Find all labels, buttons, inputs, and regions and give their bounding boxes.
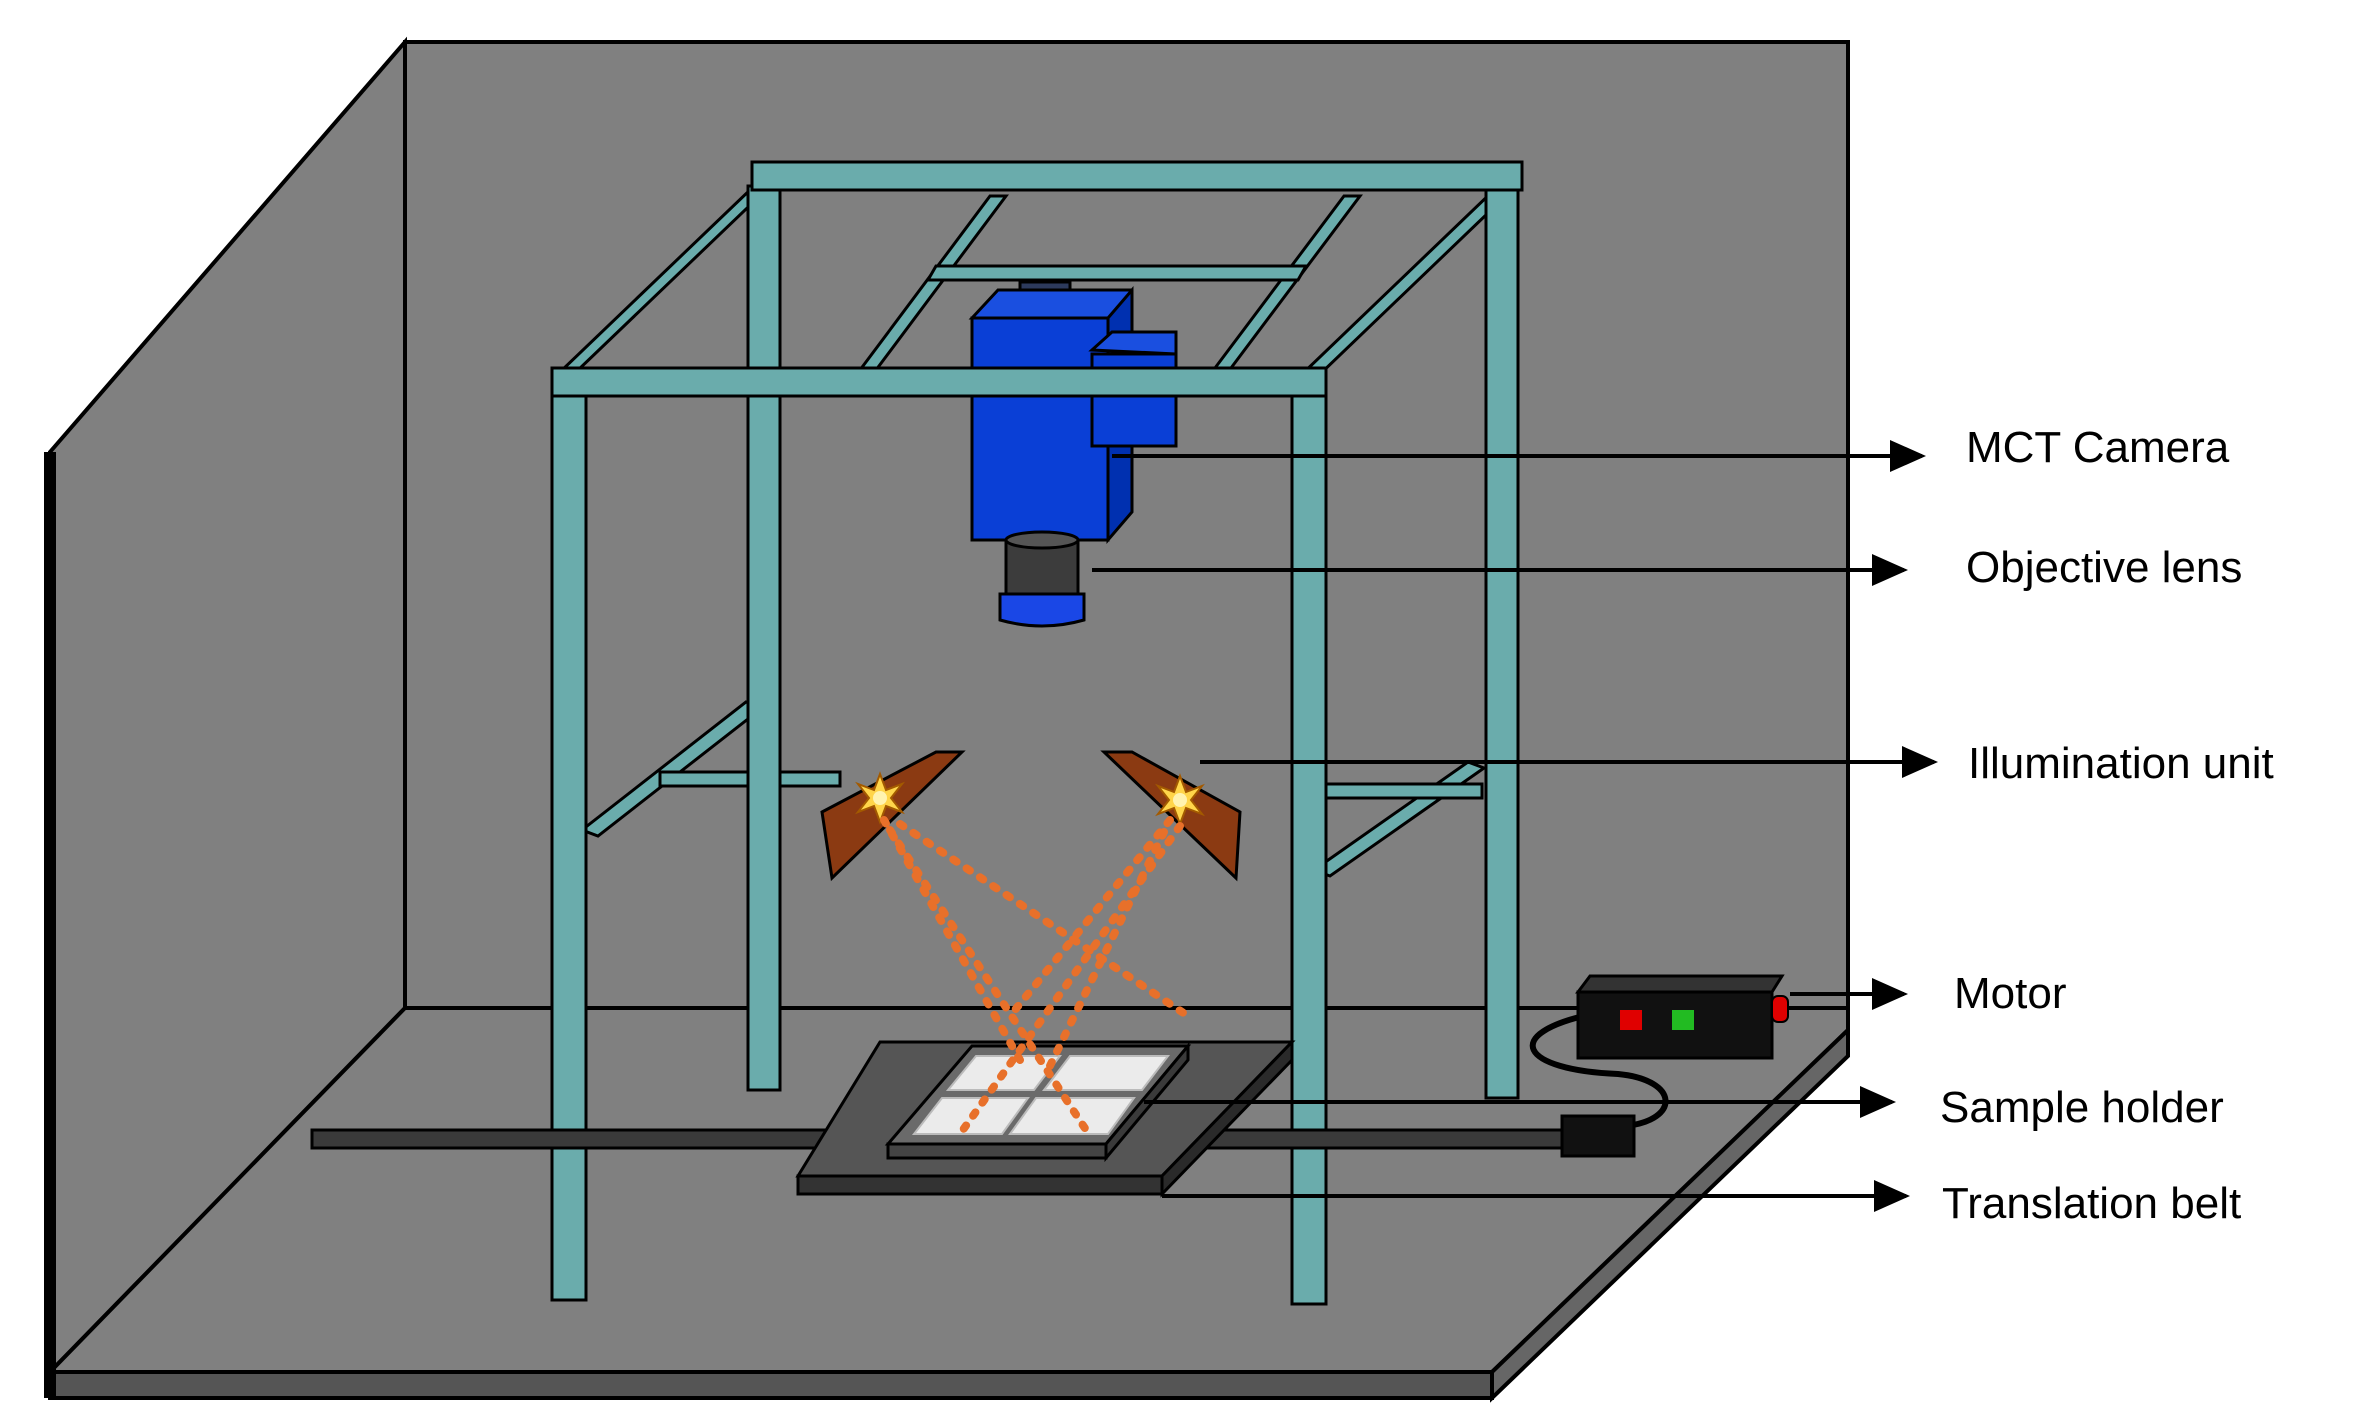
light-star-left	[855, 771, 905, 825]
light-ray-left-2	[896, 820, 1192, 1020]
enclosure-floor-right-edge	[1490, 1025, 1850, 1403]
label-motor: Motor	[1954, 969, 2066, 1018]
frame-front-right-post	[1290, 388, 1328, 1306]
frame-back-right-post	[1484, 184, 1520, 1100]
label-sample-holder: Sample holder	[1940, 1083, 2224, 1132]
camera-top-face	[968, 288, 1134, 320]
motor-knob-red	[1771, 995, 1789, 1023]
sample-4	[1008, 1097, 1136, 1135]
light-rays	[880, 816, 1192, 1140]
motor-cable	[1529, 1011, 1669, 1129]
frame-front-top-beam	[550, 366, 1328, 398]
base-plate-side	[1160, 1038, 1294, 1198]
frame-back	[556, 160, 1524, 1100]
frame-side-right-bar	[1314, 782, 1484, 800]
light-ray-left-3	[886, 826, 1094, 1140]
base-plate-front	[796, 1174, 1164, 1196]
callout-labels: MCT Camera Objective lens Illumination u…	[1940, 423, 2274, 1228]
frame-back-top-beam	[750, 160, 1524, 192]
callout-arrows	[1092, 440, 1938, 1212]
holder-front	[886, 1142, 1108, 1160]
objective-lens	[998, 530, 1086, 628]
sample-2	[1041, 1055, 1171, 1091]
camera-body	[970, 316, 1110, 542]
motor-drive-block	[1560, 1114, 1636, 1158]
motor	[1529, 974, 1789, 1158]
label-translation-belt: Translation belt	[1942, 1179, 2241, 1228]
light-ray-right-1	[1006, 816, 1174, 1020]
lens-barrel-top	[1004, 530, 1080, 550]
label-objective-lens: Objective lens	[1966, 543, 2242, 592]
label-mct-camera: MCT Camera	[1966, 423, 2230, 472]
lamp-right	[1100, 750, 1242, 882]
lamp-left	[820, 750, 966, 882]
motor-body	[1576, 990, 1774, 1060]
lens-ring	[998, 592, 1086, 628]
frame-back-left-post	[746, 184, 782, 1092]
motor-led-green	[1672, 1010, 1694, 1030]
motor-led-red	[1620, 1010, 1642, 1030]
frame-front-left-post	[550, 388, 588, 1302]
label-illumination-unit: Illumination unit	[1968, 739, 2274, 788]
mct-camera	[968, 280, 1178, 545]
motor-top-face	[1575, 974, 1785, 994]
light-ray-right-3	[1042, 828, 1168, 1078]
enclosure-floor-front-edge	[48, 1370, 1494, 1400]
frame-top-crossbar	[925, 264, 1309, 282]
illumination-unit	[820, 750, 1242, 882]
